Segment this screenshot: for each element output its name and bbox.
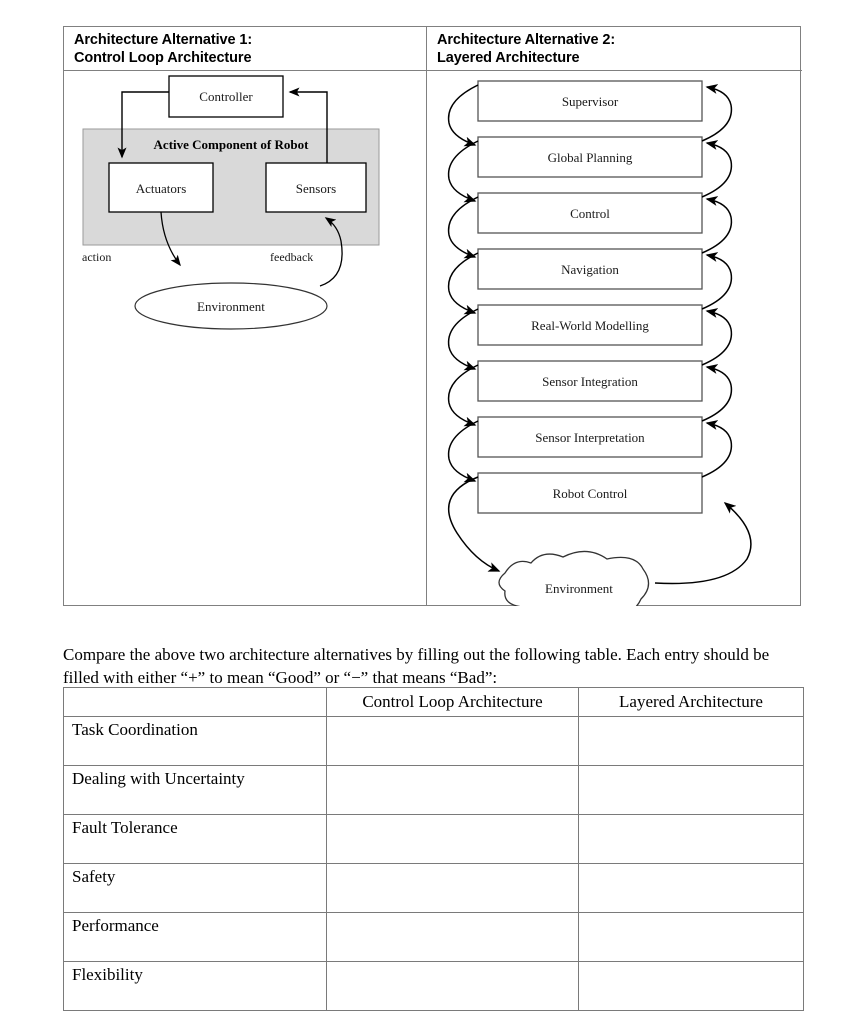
arrow-down-4 <box>447 252 479 315</box>
instruction-paragraph: Compare the above two architecture alter… <box>63 645 770 687</box>
cell-fault-tolerance-layered[interactable] <box>578 814 804 864</box>
layer-boxes: Supervisor Global Planning Control Navig… <box>477 80 703 514</box>
arrow-up-3 <box>701 196 733 254</box>
controller-label: Controller <box>199 89 253 104</box>
arrow-up-2 <box>701 140 733 198</box>
row-label-dealing-with-uncertainty: Dealing with Uncertainty <box>63 765 327 815</box>
table-row: Safety <box>63 863 804 913</box>
cell-flexibility-control-loop[interactable] <box>326 961 579 1011</box>
panel-2-diagram: Supervisor Global Planning Control Navig… <box>427 71 802 606</box>
table-row: Fault Tolerance <box>63 814 804 864</box>
table-header-control-loop: Control Loop Architecture <box>326 687 579 717</box>
arrow-down-3 <box>447 196 479 259</box>
layer-box-navigation <box>477 248 703 290</box>
arrow-down-6 <box>447 364 479 427</box>
layer-label-real-world-modelling: Real-World Modelling <box>531 318 649 333</box>
cell-dealing-with-uncertainty-control-loop[interactable] <box>326 765 579 815</box>
table-row: Dealing with Uncertainty <box>63 765 804 815</box>
upward-flow-arrows <box>654 84 752 585</box>
active-component-group-label: Active Component of Robot <box>154 137 310 152</box>
row-label-flexibility: Flexibility <box>63 961 327 1011</box>
sensors-box <box>265 162 367 213</box>
arrow-up-5 <box>701 308 733 366</box>
edge-controller-to-actuators <box>117 91 169 159</box>
actuators-box <box>108 162 214 213</box>
panel-1-diagram: Active Component of Robot Controller Act… <box>64 71 426 605</box>
arrow-down-2 <box>447 140 479 203</box>
panel-1-title: Architecture Alternative 1: Control Loop… <box>64 27 426 71</box>
panel-2-title: Architecture Alternative 2: Layered Arch… <box>427 27 802 71</box>
layer-label-global-planning: Global Planning <box>548 150 633 165</box>
table-row: Flexibility <box>63 961 804 1011</box>
panel-2-title-line1: Architecture Alternative 2: <box>437 32 616 48</box>
layer-box-supervisor <box>477 80 703 122</box>
arrow-up-1 <box>701 84 733 142</box>
row-label-safety: Safety <box>63 863 327 913</box>
row-label-fault-tolerance: Fault Tolerance <box>63 814 327 864</box>
environment-ellipse <box>134 282 328 330</box>
control-loop-diagram-svg: Active Component of Robot Controller Act… <box>82 75 380 330</box>
layer-label-sensor-interpretation: Sensor Interpretation <box>535 430 645 445</box>
layer-box-real-world-modelling <box>477 304 703 346</box>
layer-box-global-planning <box>477 136 703 178</box>
arrow-up-6 <box>701 364 733 422</box>
layer-label-sensor-integration: Sensor Integration <box>542 374 638 389</box>
arrow-down-7 <box>447 420 479 483</box>
layered-architecture-diagram-svg: Supervisor Global Planning Control Navig… <box>447 80 752 606</box>
layer-box-sensor-interpretation <box>477 416 703 458</box>
architecture-comparison-figure: Architecture Alternative 1: Control Loop… <box>63 26 802 606</box>
environment-cloud-label: Environment <box>545 581 613 596</box>
edge-actuators-to-environment <box>160 211 181 267</box>
layer-label-control: Control <box>570 206 610 221</box>
arrow-down-1 <box>447 84 479 147</box>
table-row: Task Coordination <box>63 716 804 766</box>
panel-1-title-line2: Control Loop Architecture <box>74 50 252 66</box>
row-label-performance: Performance <box>63 912 327 962</box>
layer-label-robot-control: Robot Control <box>553 486 628 501</box>
arrow-down-5 <box>447 308 479 371</box>
environment-label: Environment <box>197 299 265 314</box>
cell-safety-layered[interactable] <box>578 863 804 913</box>
controller-box <box>168 75 284 118</box>
layer-box-sensor-integration <box>477 360 703 402</box>
cell-performance-control-loop[interactable] <box>326 912 579 962</box>
downward-flow-arrows <box>447 84 501 572</box>
table-row: Performance <box>63 912 804 962</box>
cell-flexibility-layered[interactable] <box>578 961 804 1011</box>
layer-label-navigation: Navigation <box>561 262 619 277</box>
arrow-environment-to-robot-control <box>654 502 752 585</box>
table-header-layered: Layered Architecture <box>578 687 804 717</box>
environment-cloud <box>498 550 650 606</box>
row-label-task-coordination: Task Coordination <box>63 716 327 766</box>
layer-box-control <box>477 192 703 234</box>
edge-sensors-to-controller <box>288 87 328 163</box>
cell-task-coordination-control-loop[interactable] <box>326 716 579 766</box>
panel-1-title-line1: Architecture Alternative 1: <box>74 32 253 48</box>
arrow-up-4 <box>701 252 733 310</box>
panel-layered-architecture: Architecture Alternative 2: Layered Arch… <box>427 27 802 606</box>
edge-label-feedback: feedback <box>270 250 313 264</box>
table-header-criteria <box>63 687 327 717</box>
comparison-table: Control Loop Architecture Layered Archit… <box>63 687 804 1011</box>
cell-fault-tolerance-control-loop[interactable] <box>326 814 579 864</box>
cell-safety-control-loop[interactable] <box>326 863 579 913</box>
arrow-robot-control-to-environment <box>448 476 501 572</box>
layer-box-robot-control <box>477 472 703 514</box>
sensors-label: Sensors <box>296 181 336 196</box>
panel-2-title-line2: Layered Architecture <box>437 50 580 66</box>
layer-label-supervisor: Supervisor <box>562 94 619 109</box>
table-header-row: Control Loop Architecture Layered Archit… <box>63 687 804 717</box>
arrow-up-7 <box>701 420 733 478</box>
panel-control-loop-architecture: Architecture Alternative 1: Control Loop… <box>64 27 427 605</box>
actuators-label: Actuators <box>136 181 187 196</box>
cell-task-coordination-layered[interactable] <box>578 716 804 766</box>
cell-performance-layered[interactable] <box>578 912 804 962</box>
edge-label-action: action <box>82 250 111 264</box>
edge-environment-to-sensors <box>319 217 343 287</box>
cell-dealing-with-uncertainty-layered[interactable] <box>578 765 804 815</box>
